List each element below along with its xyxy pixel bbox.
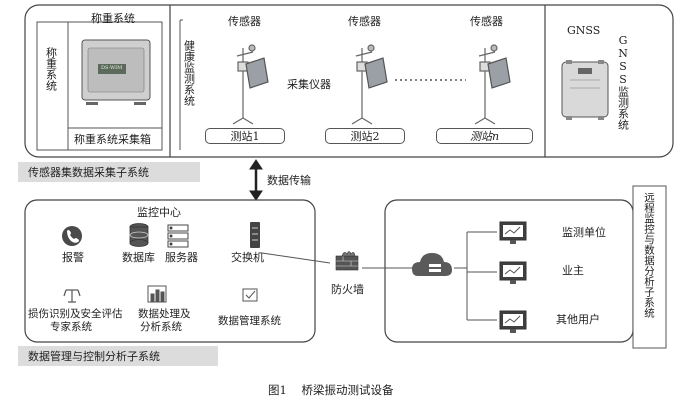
- monitor-center-frame: [24, 199, 316, 343]
- cloud-icon: [412, 253, 452, 276]
- station-2-label: 测站2: [350, 130, 380, 143]
- gnss-monitoring-side-label: GNSS监测系统: [616, 34, 630, 130]
- phone-alarm-icon: [62, 226, 82, 246]
- user-links: [454, 231, 497, 321]
- figure-caption: 图1 桥梁振动测试设备: [268, 383, 394, 397]
- data-processing-label-line1: 数据处理及: [138, 308, 191, 320]
- monitor-icon-1: [499, 221, 527, 244]
- sensor-station-2-icon: [351, 44, 388, 125]
- monitor-icon-2: [499, 261, 527, 284]
- sensor-station-n-icon: [474, 44, 511, 125]
- sensor-label-2: 传感器: [348, 15, 381, 28]
- health-monitoring-side-label: 健康监测系统: [182, 40, 196, 106]
- damage-identification-icon: [63, 289, 81, 303]
- switch-icon: [250, 222, 260, 248]
- data-processing-label-line2: 分析系统: [140, 321, 182, 333]
- station-2-box: 测站2: [325, 128, 405, 144]
- data-transfer-label: 数据传输: [267, 174, 311, 187]
- sensor-acquisition-subsystem-banner: 传感器集数据采集子系统: [18, 162, 200, 182]
- weighing-system-title: 称重系统: [91, 12, 135, 25]
- firewall-label: 防火墙: [331, 283, 364, 296]
- database-label: 数据库: [122, 251, 155, 264]
- station-1-box: 测站1: [205, 128, 285, 144]
- monitor-icon-3: [499, 310, 527, 333]
- damage-identification-label-line2: 专家系统: [50, 321, 92, 333]
- weighing-collection-box-label: 称重系统采集箱: [74, 133, 151, 146]
- data-transfer-arrow: [249, 159, 263, 201]
- gnss-title: GNSS: [567, 24, 601, 37]
- sensor-label-1: 传感器: [228, 15, 261, 28]
- weighing-device-screen-text: DS-WIM: [101, 65, 123, 71]
- data-management-label: 数据管理系统: [218, 315, 281, 327]
- data-management-subsystem-banner: 数据管理与控制分析子系统: [18, 346, 218, 366]
- remote-monitoring-side-label: 远程监控与数据分析子系统: [643, 192, 656, 318]
- station-n-box: 测站n: [436, 128, 533, 144]
- top-frame: [24, 4, 674, 158]
- user-label-owner: 业主: [562, 264, 584, 277]
- monitor-center-title: 监控中心: [137, 206, 181, 219]
- alarm-label: 报警: [62, 251, 84, 264]
- user-label-monitoring-unit: 监测单位: [562, 226, 606, 239]
- user-label-other-users: 其他用户: [556, 313, 600, 326]
- gnss-receiver-icon: [561, 60, 609, 120]
- switch-firewall-link: [261, 252, 331, 264]
- weighing-device-icon: [81, 39, 151, 105]
- station-1-label: 测站1: [230, 130, 260, 143]
- damage-identification-label-line1: 损伤识别及安全评估: [28, 308, 123, 320]
- collector-label: 采集仪器: [287, 78, 331, 91]
- server-label: 服务器: [165, 251, 198, 264]
- station-n-label: 测站n: [469, 130, 500, 143]
- data-processing-icon: [147, 285, 167, 303]
- switch-label: 交换机: [231, 251, 264, 264]
- sensor-label-3: 传感器: [470, 15, 503, 28]
- database-icon: [129, 223, 149, 247]
- firewall-icon: [335, 251, 359, 271]
- server-icon: [167, 224, 189, 248]
- sensor-station-1-icon: [232, 44, 269, 125]
- data-management-icon: [242, 288, 258, 302]
- weighing-system-side-label: 称重系统: [44, 47, 58, 91]
